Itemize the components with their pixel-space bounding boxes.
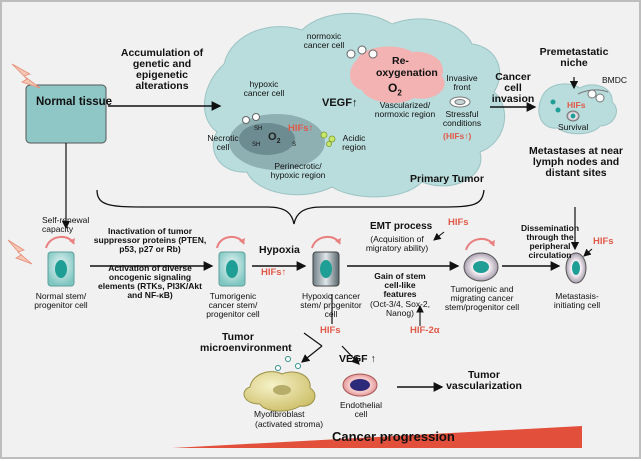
emt-sub-label: (Acquisition of migratory ability) [365, 234, 429, 253]
gain-sub-label: (Oct-3/4, Sox-2, Nanog) [370, 299, 430, 318]
invasive-front-label: Invasive front [446, 73, 478, 92]
vegf-label-bottom: VEGF ↑ [339, 353, 376, 365]
necrotic-cell-label: Necrotic cell [207, 133, 239, 152]
bmdc-icon [577, 89, 609, 103]
survival-label: Survival [558, 122, 589, 132]
cancer-progression-bar [172, 426, 582, 448]
dissemination-label: Dissemination through the peripheral cir… [520, 223, 580, 260]
normoxic-region-bubble [350, 46, 445, 104]
metastases-label: Metastases at near lymph nodes and dista… [529, 145, 623, 180]
emt-label: EMT process [370, 221, 433, 232]
normal-tissue-box [25, 84, 107, 144]
accumulation-label: Accumulation of genetic and epigenetic a… [120, 47, 204, 93]
endothelial-label: Endothelial cell [339, 400, 383, 419]
primary-tumor-brace [96, 189, 485, 225]
normal-tissue-label: Normal tissue [36, 96, 113, 108]
bmdc-label: BMDC [602, 75, 628, 85]
bloodvessel-icon [449, 96, 471, 108]
hifs-niche-label: HIFs [567, 100, 586, 110]
inactivation-label: Inactivation of tumor suppressor protein… [93, 226, 207, 254]
hifs-hypoxia-label: HIFs↑ [261, 267, 287, 278]
hifs-label-core: HIFs↑ [288, 123, 314, 134]
normoxic-cell-label: normoxic cancer cell [303, 31, 345, 50]
primary-tumor-label: Primary Tumor [410, 173, 484, 185]
migrating-label: Tumorigenic and migrating cancer stem/pr… [444, 284, 520, 312]
hifs-paren-label: (HIFs↑) [443, 131, 472, 141]
reoxygenation-label-2: oxygenation [376, 67, 438, 79]
vascularized-label: Vascularized/ normoxic region [374, 100, 436, 119]
metastasis-init-label: Metastasis-initiating cell [553, 291, 601, 310]
hifs-micro-label: HIFs [320, 325, 341, 336]
hif2a-label: HIF-2α [410, 325, 440, 336]
o2-core-label: O2 [268, 131, 281, 146]
myofibroblast-sub-label: (activated stroma) [255, 419, 324, 429]
hypoxic-stem-label: Hypoxic cancer stem/ progenitor cell [300, 291, 362, 319]
self-renewal-label: Self-renewal capacity [42, 215, 90, 234]
o2-label: O2 [388, 81, 402, 98]
stressful-label: Stressful conditions [442, 109, 482, 128]
lightning-icon [11, 63, 41, 89]
hypoxic-cell-label: hypoxic cancer cell [243, 79, 285, 98]
vegf-label-top: VEGF↑ [322, 97, 358, 109]
tumor-vasc-label: Tumor vascularization [446, 369, 522, 393]
tumor-micro-label: Tumor microenvironment [200, 331, 292, 355]
activation-label: Activation of diverse oncogenic signalin… [98, 263, 202, 300]
reoxygenation-label-1: Re- [392, 55, 409, 67]
s-label: S [292, 142, 297, 148]
tumorigenic-stem-label: Tumorigenic cancer stem/ progenitor cell [206, 291, 260, 319]
normal-stem-label: Normal stem/ progenitor cell [34, 291, 88, 310]
acidic-label: Acidic region [342, 133, 366, 152]
premetastatic-label: Premetastatic niche [539, 46, 609, 70]
hifs-emt-label: HIFs [448, 217, 469, 228]
hypoxia-label: Hypoxia [259, 244, 300, 256]
cancer-progression-label: Cancer progression [332, 429, 455, 444]
myofibroblast-label: Myofibroblast [254, 409, 305, 419]
cancer-invasion-label: Cancer cell invasion [491, 71, 535, 106]
sh-label-2: SH [252, 142, 261, 148]
gain-stem-label: Gain of stem cell-like features [374, 271, 426, 299]
perinecrotic-label: Perinecrotic/ hypoxic region [270, 161, 326, 180]
sh-label-1: SH [254, 126, 263, 132]
hifs-metastasis-label: HIFs [593, 236, 614, 247]
